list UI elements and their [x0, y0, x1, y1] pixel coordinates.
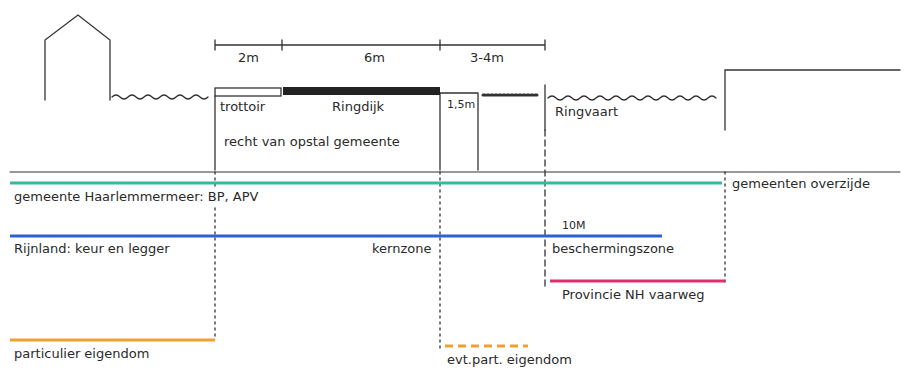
dimension-label: 6m — [362, 50, 387, 66]
part-name: Ringdijk — [330, 99, 386, 115]
slope-hatch — [483, 94, 538, 97]
zone-label: evt.part. eigendom — [445, 352, 574, 368]
canal-wall — [544, 85, 545, 130]
zone-label: gemeenten overzijde — [730, 176, 872, 192]
waterboard-line — [10, 235, 662, 238]
trottoir-box — [215, 88, 281, 96]
boundary-dots — [215, 172, 725, 350]
zone-label: beschermingszone — [550, 241, 676, 257]
province-line — [550, 280, 725, 283]
dimension-label: 10M — [560, 218, 588, 234]
zone-label: Provincie NH vaarweg — [560, 287, 707, 303]
zone-label: kernzone — [370, 241, 433, 257]
house — [45, 15, 110, 100]
municipality-line — [10, 182, 722, 185]
ground-wave — [112, 95, 208, 99]
base-line — [10, 172, 900, 173]
ringdijk-bar — [283, 87, 440, 95]
water-wave — [548, 96, 716, 100]
dimension-line — [215, 40, 545, 50]
part-name: Ringvaart — [553, 104, 620, 120]
dimension-label: 2m — [236, 50, 261, 66]
private-line-dashed — [445, 345, 528, 348]
private-line — [10, 339, 215, 342]
zone-label: gemeente Haarlemmermeer: BP, APV — [12, 189, 260, 205]
dimension-label: 1,5m — [445, 97, 477, 113]
part-name: trottoir — [218, 99, 267, 115]
dimension-label: 3-4m — [468, 50, 506, 66]
zone-label: Rijnland: keur en legger — [12, 241, 172, 257]
bracket — [215, 93, 478, 170]
zone-label: particulier eigendom — [12, 346, 151, 362]
area-label: recht van opstal gemeente — [222, 134, 402, 150]
far-bank — [725, 70, 900, 130]
boundary-dash — [544, 130, 545, 290]
